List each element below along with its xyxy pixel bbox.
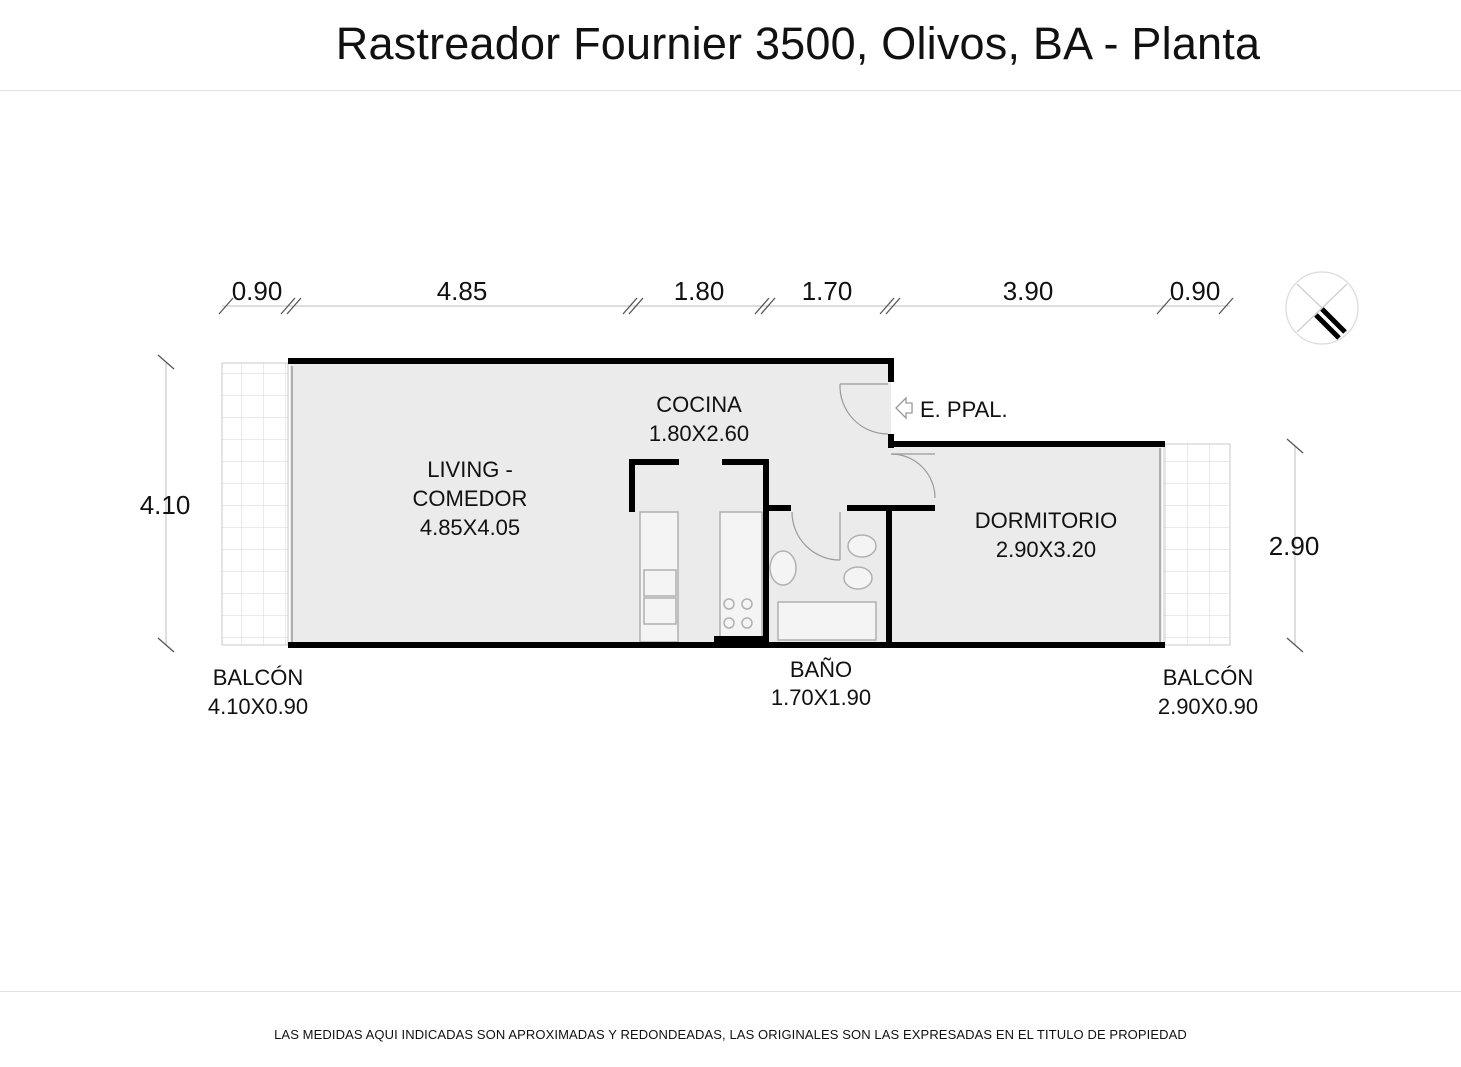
door-swings [791, 383, 936, 561]
dim-left: 4.10 [140, 490, 191, 520]
kitchen-fixtures [639, 511, 763, 643]
room-living-name-1: LIVING - [427, 457, 513, 482]
balcony-left [221, 362, 289, 646]
entrance-label: E. PPAL. [920, 397, 1008, 422]
dim-top-5: 3.90 [1003, 276, 1054, 306]
room-bano-size: 1.70X1.90 [771, 685, 871, 710]
room-living-size: 4.85X4.05 [420, 515, 520, 540]
disclaimer-text: LAS MEDIDAS AQUI INDICADAS SON APROXIMAD… [274, 1027, 1187, 1042]
room-living-name-2: COMEDOR [413, 486, 528, 511]
balcon-right-name: BALCÓN [1163, 665, 1253, 690]
interior-floor [290, 363, 1162, 645]
room-cocina-name: COCINA [656, 392, 742, 417]
room-cocina-size: 1.80X2.60 [649, 421, 749, 446]
header-divider [0, 90, 1461, 91]
north-arrow-icon [1285, 271, 1359, 345]
balcony-right [1163, 443, 1231, 646]
room-bano-name: BAÑO [790, 657, 852, 682]
bathroom-fixtures [769, 534, 877, 641]
dim-top-4: 1.70 [802, 276, 853, 306]
room-dormitorio-name: DORMITORIO [975, 508, 1118, 533]
dim-right: 2.90 [1269, 531, 1320, 561]
balcon-left-name: BALCÓN [213, 665, 303, 690]
dim-top-1: 0.90 [232, 276, 283, 306]
entrance-arrow-icon [895, 396, 913, 420]
footer-divider [0, 991, 1461, 992]
dimension-lines [157, 297, 1304, 653]
page-title: Rastreador Fournier 3500, Olivos, BA - P… [335, 18, 1261, 69]
walls [288, 358, 1165, 648]
room-dormitorio-size: 2.90X3.20 [996, 537, 1096, 562]
dim-top-2: 4.85 [437, 276, 488, 306]
balcon-right-size: 2.90X0.90 [1158, 694, 1258, 719]
dim-top-3: 1.80 [674, 276, 725, 306]
dim-top-6: 0.90 [1170, 276, 1221, 306]
balcon-left-size: 4.10X0.90 [208, 694, 308, 719]
balcony-doors [291, 366, 1161, 642]
